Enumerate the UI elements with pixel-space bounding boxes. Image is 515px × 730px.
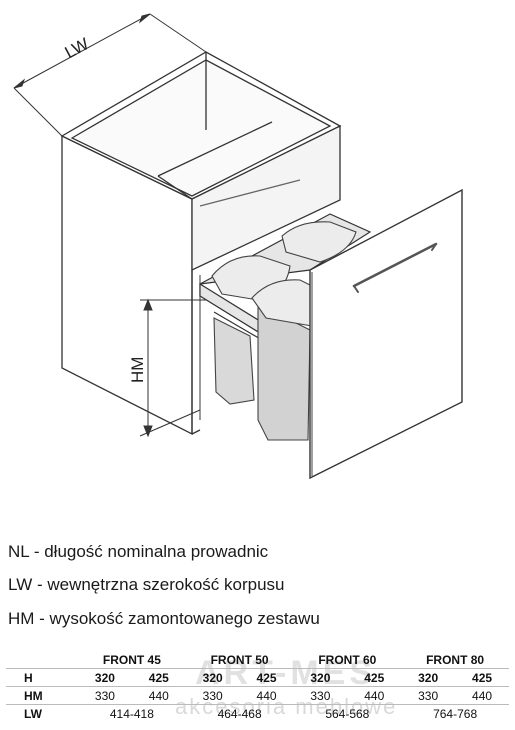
table-cell: 320 [293,668,348,687]
table-cell: 764-768 [401,704,509,722]
table-cell: 464-468 [185,704,294,722]
table-cell: 425 [239,668,294,687]
row-label: HM [6,686,78,705]
cabinet-diagram: LW HM [13,13,463,480]
table-row: LW 414-418 464-468 564-568 764-768 [6,704,509,722]
legend-nl: NL - długość nominalna prowadnic [8,542,269,561]
column-header: FRONT 60 [318,652,377,667]
table-row: H 320 425 320 425 320 425 320 425 [6,668,509,687]
table-cell: 414-418 [78,704,186,722]
table-cell: 330 [401,686,456,705]
bin-front-right [257,303,311,441]
table-cell: 330 [185,686,240,705]
drawer-front [309,188,463,480]
table-cell: 330 [293,686,348,705]
column-header: FRONT 50 [210,652,269,667]
table-cell: 440 [239,686,294,705]
table-cell: 564-568 [293,704,402,722]
row-label: H [6,668,78,687]
lw-label: LW [62,34,92,62]
table-corner [6,651,78,669]
table-cell: 440 [131,686,186,705]
table-cell: 320 [185,668,240,687]
hm-dimension [139,298,210,438]
table-cell: 330 [78,686,132,705]
table-cell: 320 [401,668,456,687]
table-row: HM 330 440 330 440 330 440 330 440 [6,686,509,705]
table-cell: 425 [347,668,402,687]
table-cell: 320 [78,668,132,687]
column-header: FRONT 80 [426,652,485,667]
cabinet-body [60,51,342,436]
bin-front-left [213,317,255,405]
drawer-handle [352,242,438,293]
table-cell: 440 [455,686,509,705]
spec-table: FRONT 45 FRONT 50 FRONT 60 FRONT 80 H 32… [6,651,509,722]
hm-label: HM [128,357,147,383]
table-cell: 425 [455,668,509,687]
row-label: LW [6,704,78,722]
column-header: FRONT 45 [102,652,161,667]
table-cell: 440 [347,686,402,705]
lw-dimension [13,13,207,137]
waste-bins [211,221,357,441]
table-cell: 425 [131,668,186,687]
legend-lw: LW - wewnętrzna szerokość korpusu [8,575,285,594]
bin-lid-rear-left [281,221,357,263]
table-header-row: FRONT 45 FRONT 50 FRONT 60 FRONT 80 [6,651,509,669]
legend-hm: HM - wysokość zamontowanego zestawu [8,609,320,628]
